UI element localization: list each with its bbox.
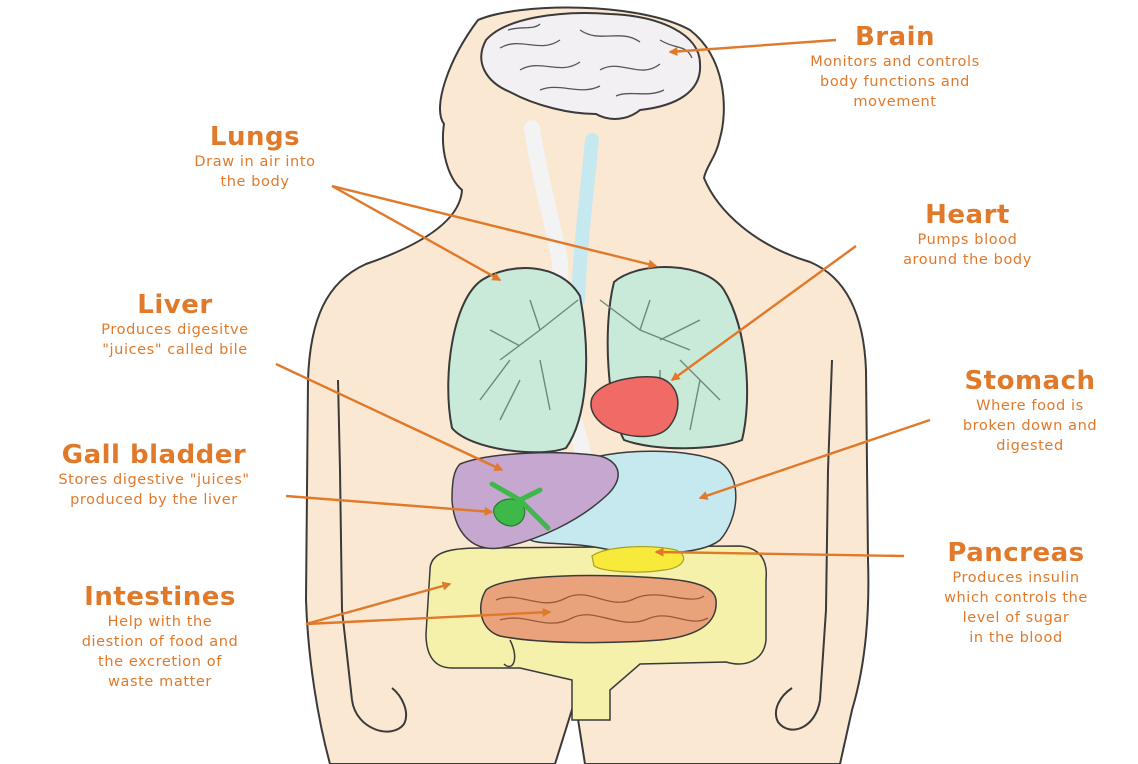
gall-bladder-description: Stores digestive "juices" produced by th… bbox=[4, 470, 304, 510]
pancreas-title: Pancreas bbox=[896, 538, 1136, 568]
brain-desc-line: Monitors and controls bbox=[760, 52, 1030, 72]
label-liver: Liver Produces digesitve "juices" called… bbox=[40, 290, 310, 360]
label-lungs: Lungs Draw in air into the body bbox=[130, 122, 380, 192]
intestines-title: Intestines bbox=[30, 582, 290, 612]
heart-desc-line: Pumps blood bbox=[855, 230, 1080, 250]
lungs-title: Lungs bbox=[130, 122, 380, 152]
gall-bladder-desc-line: Stores digestive "juices" bbox=[4, 470, 304, 490]
lungs-desc-line: the body bbox=[130, 172, 380, 192]
label-stomach: Stomach Where food is broken down and di… bbox=[930, 366, 1130, 456]
pancreas-description: Produces insulin which controls the leve… bbox=[896, 568, 1136, 648]
liver-desc-line: "juices" called bile bbox=[40, 340, 310, 360]
label-gall-bladder: Gall bladder Stores digestive "juices" p… bbox=[4, 440, 304, 510]
heart-desc-line: around the body bbox=[855, 250, 1080, 270]
brain-description: Monitors and controls body functions and… bbox=[760, 52, 1030, 112]
intestines-desc-line: the excretion of bbox=[30, 652, 290, 672]
label-heart: Heart Pumps blood around the body bbox=[855, 200, 1080, 270]
lungs-desc-line: Draw in air into bbox=[130, 152, 380, 172]
stomach-title: Stomach bbox=[930, 366, 1130, 396]
pancreas-shape bbox=[592, 547, 684, 572]
small-intestine bbox=[481, 576, 716, 643]
intestines-desc-line: waste matter bbox=[30, 672, 290, 692]
liver-description: Produces digesitve "juices" called bile bbox=[40, 320, 310, 360]
intestines-desc-line: Help with the bbox=[30, 612, 290, 632]
brain-desc-line: body functions and bbox=[760, 72, 1030, 92]
brain-title: Brain bbox=[760, 22, 1030, 52]
heart-title: Heart bbox=[855, 200, 1080, 230]
stomach-description: Where food is broken down and digested bbox=[930, 396, 1130, 456]
left-lung bbox=[448, 268, 586, 452]
pancreas-desc-line: Produces insulin bbox=[896, 568, 1136, 588]
stomach-desc-line: Where food is bbox=[930, 396, 1130, 416]
label-intestines: Intestines Help with the diestion of foo… bbox=[30, 582, 290, 692]
gall-bladder-desc-line: produced by the liver bbox=[4, 490, 304, 510]
pancreas-desc-line: in the blood bbox=[896, 628, 1136, 648]
intestines-desc-line: diestion of food and bbox=[30, 632, 290, 652]
stomach-desc-line: broken down and bbox=[930, 416, 1130, 436]
gall-bladder-title: Gall bladder bbox=[4, 440, 304, 470]
liver-title: Liver bbox=[40, 290, 310, 320]
intestines-description: Help with the diestion of food and the e… bbox=[30, 612, 290, 692]
lungs-description: Draw in air into the body bbox=[130, 152, 380, 192]
brain-desc-line: movement bbox=[760, 92, 1030, 112]
liver-desc-line: Produces digesitve bbox=[40, 320, 310, 340]
label-brain: Brain Monitors and controls body functio… bbox=[760, 22, 1030, 112]
stomach-desc-line: digested bbox=[930, 436, 1130, 456]
label-pancreas: Pancreas Produces insulin which controls… bbox=[896, 538, 1136, 648]
heart-description: Pumps blood around the body bbox=[855, 230, 1080, 270]
pancreas-desc-line: level of sugar bbox=[896, 608, 1136, 628]
pancreas-desc-line: which controls the bbox=[896, 588, 1136, 608]
